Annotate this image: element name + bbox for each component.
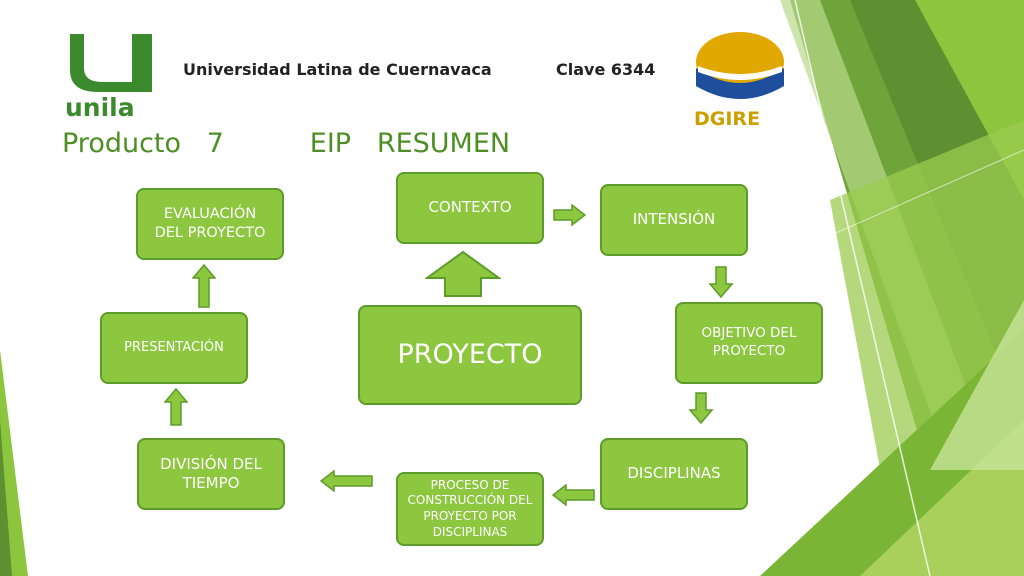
unila-logo-text: unila	[65, 93, 135, 122]
dgire-logo-text: DGIRE	[694, 108, 760, 128]
node-proceso-label: PROCESO DE CONSTRUCCIÓN DEL PROYECTO POR…	[407, 477, 533, 539]
node-evaluacion-label: EVALUACIÓN DEL PROYECTO	[154, 206, 266, 241]
node-contexto-label: CONTEXTO	[428, 198, 512, 217]
clave-label: Clave 6344	[556, 60, 656, 79]
university-name: Universidad Latina de Cuernavaca	[183, 60, 492, 79]
node-contexto: CONTEXTO	[396, 172, 544, 244]
node-disciplinas-label: DISCIPLINAS	[627, 464, 721, 483]
arrow-intension-to-objetivo	[708, 266, 734, 298]
node-intension: INTENSIÓN	[600, 184, 748, 256]
node-objetivo: OBJETIVO DEL PROYECTO	[675, 302, 823, 384]
arrow-division-to-presentacion	[164, 388, 188, 426]
node-proyecto: PROYECTO	[358, 305, 582, 405]
node-division: DIVISIÓN DEL TIEMPO	[137, 438, 285, 510]
node-proyecto-label: PROYECTO	[397, 339, 543, 371]
arrow-proceso-to-division	[320, 470, 373, 492]
unila-logo: unila	[62, 30, 162, 122]
arrow-objetivo-to-disciplinas	[688, 392, 714, 424]
node-presentacion: PRESENTACIÓN	[100, 312, 248, 384]
arrow-presentacion-to-evaluacion	[192, 264, 216, 308]
arrow-contexto-to-intension	[553, 204, 586, 226]
arrow-proyecto-to-contexto	[425, 250, 501, 297]
page-title: Producto 7 EIP RESUMEN	[62, 128, 511, 159]
arrow-disciplinas-to-proceso	[552, 484, 595, 506]
node-intension-label: INTENSIÓN	[632, 210, 716, 229]
dgire-logo: DGIRE	[690, 28, 790, 130]
node-disciplinas: DISCIPLINAS	[600, 438, 748, 510]
node-proceso: PROCESO DE CONSTRUCCIÓN DEL PROYECTO POR…	[396, 472, 544, 546]
node-presentacion-label: PRESENTACIÓN	[124, 339, 224, 355]
node-objetivo-label: OBJETIVO DEL PROYECTO	[701, 325, 797, 359]
node-division-label: DIVISIÓN DEL TIEMPO	[160, 454, 262, 493]
node-evaluacion: EVALUACIÓN DEL PROYECTO	[136, 188, 284, 260]
